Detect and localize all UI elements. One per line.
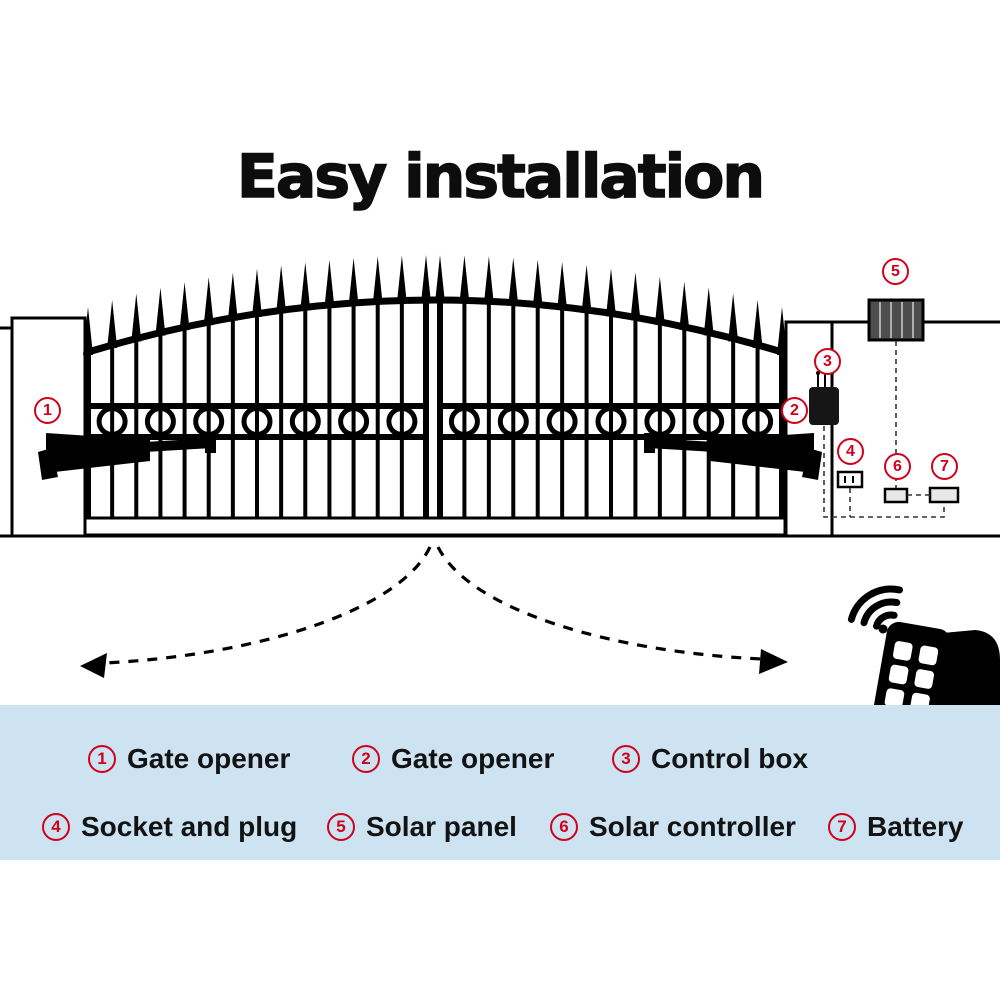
- diagram-marker-7: 7: [931, 453, 958, 480]
- legend-item-4: 4 Socket and plug: [42, 811, 297, 843]
- page-title: Easy installation: [236, 141, 766, 213]
- callout-number-badge: 4: [42, 813, 70, 841]
- gate: [83, 255, 787, 537]
- gate-ring-ornaments: [96, 406, 774, 437]
- callout-number-badge: 1: [88, 745, 116, 773]
- legend-label: Battery: [867, 811, 964, 842]
- legend-label: Control box: [651, 743, 809, 774]
- callout-number-badge: 2: [352, 745, 380, 773]
- legend-label: Gate opener: [391, 743, 555, 774]
- legend-item-2: 2 Gate opener: [352, 743, 554, 775]
- legend-item-6: 6 Solar controller: [550, 811, 796, 843]
- signal-dot: [878, 624, 888, 634]
- legend: 1 Gate opener 2 Gate opener 3 Control bo…: [0, 705, 1000, 860]
- socket-and-plug: [836, 470, 864, 489]
- legend-item-5: 5 Solar panel: [327, 811, 517, 843]
- battery: [928, 486, 960, 504]
- diagram-marker-5: 5: [882, 258, 909, 285]
- legend-item-7: 7 Battery: [828, 811, 963, 843]
- gate-bars-and-spikes: [83, 255, 787, 522]
- signal-waves-icon: [847, 585, 903, 630]
- legend-label: Solar panel: [366, 811, 517, 842]
- callout-number-badge: 7: [828, 813, 856, 841]
- control-box: [809, 368, 839, 425]
- legend-item-1: 1 Gate opener: [88, 743, 290, 775]
- callout-number-badge: 5: [327, 813, 355, 841]
- diagram-marker-1: 1: [34, 397, 61, 424]
- left-gate-opener: [38, 433, 216, 480]
- callout-number-badge: 6: [550, 813, 578, 841]
- diagram-marker-2: 2: [781, 397, 808, 424]
- legend-item-3: 3 Control box: [612, 743, 808, 775]
- right-gate-opener: [644, 433, 822, 480]
- wiring: [823, 341, 945, 518]
- legend-label: Gate opener: [127, 743, 291, 774]
- solar-controller: [883, 487, 909, 504]
- diagram-marker-6: 6: [884, 453, 911, 480]
- left-pillar: [0, 316, 87, 538]
- callout-number-badge: 3: [612, 745, 640, 773]
- legend-label: Solar controller: [589, 811, 796, 842]
- legend-label: Socket and plug: [81, 811, 298, 842]
- solar-panel: [867, 298, 925, 342]
- diagram-marker-4: 4: [837, 438, 864, 465]
- swing-arrows: [80, 546, 788, 678]
- diagram-marker-3: 3: [814, 348, 841, 375]
- right-wall: [784, 320, 1000, 538]
